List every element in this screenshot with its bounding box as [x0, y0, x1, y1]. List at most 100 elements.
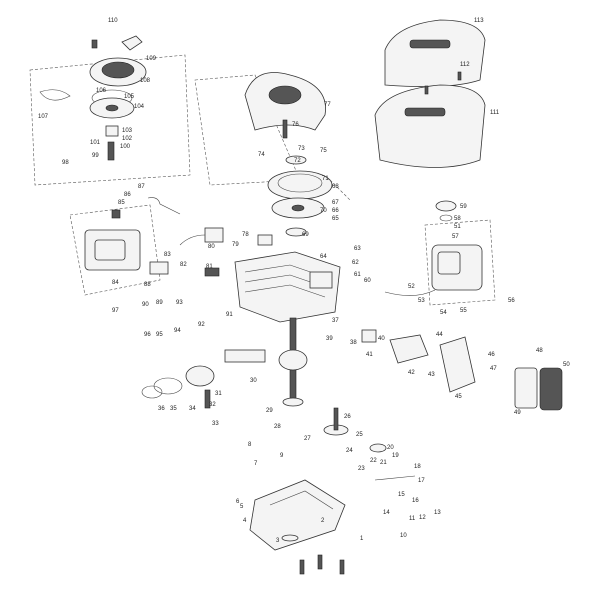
callout-103: 103 — [122, 128, 133, 134]
callout-100: 100 — [120, 144, 131, 150]
carburettor — [389, 334, 429, 364]
callout-28: 28 — [274, 424, 281, 430]
callout-99: 99 — [92, 153, 99, 159]
callout-110: 110 — [108, 18, 118, 24]
callout-47: 47 — [490, 366, 497, 372]
sump-bolt-c — [299, 559, 305, 575]
callout-19: 19 — [392, 453, 399, 459]
callout-72: 72 — [294, 158, 301, 164]
callout-66: 66 — [332, 208, 339, 214]
callout-113: 113 — [474, 18, 484, 24]
callout-32: 32 — [209, 402, 216, 408]
callout-14: 14 — [383, 510, 390, 516]
fuel-filter — [439, 214, 453, 222]
callout-77: 77 — [324, 102, 331, 108]
muffler-gasket — [149, 261, 169, 275]
sump-group — [249, 479, 346, 575]
callout-59: 59 — [460, 204, 467, 210]
valve-cover — [309, 271, 333, 289]
callout-65: 65 — [332, 216, 339, 222]
callout-42: 42 — [408, 370, 415, 376]
callout-40: 40 — [378, 336, 385, 342]
callout-52: 52 — [408, 284, 415, 290]
intake-gasket — [361, 329, 377, 343]
callout-37: 37 — [332, 318, 339, 324]
callout-102: 102 — [122, 136, 133, 142]
callout-55: 55 — [460, 308, 467, 314]
callout-34: 34 — [189, 406, 196, 412]
callout-105: 105 — [124, 94, 135, 100]
spark-plug-lead — [179, 234, 206, 246]
starter-rope — [39, 89, 71, 101]
crankshaft-group — [141, 317, 308, 409]
callout-35: 35 — [170, 406, 177, 412]
shroud-flywheel-group — [194, 72, 351, 237]
piston-ring-lower — [141, 385, 163, 399]
callout-76: 76 — [292, 122, 299, 128]
flywheel-key — [285, 227, 307, 237]
spark-plug — [204, 267, 220, 277]
callout-91: 91 — [226, 312, 233, 318]
callout-112: 112 — [460, 62, 470, 68]
ratchet-pawl — [105, 125, 119, 137]
callout-94: 94 — [174, 328, 181, 334]
cover-screw-112b — [457, 71, 462, 81]
callout-26: 26 — [344, 414, 351, 420]
callout-89: 89 — [156, 300, 163, 306]
callout-87: 87 — [138, 184, 145, 190]
callout-12: 12 — [419, 515, 426, 521]
callout-96: 96 — [144, 332, 151, 338]
callout-31: 31 — [215, 391, 222, 397]
callout-21: 21 — [380, 460, 387, 466]
callout-95: 95 — [156, 332, 163, 338]
callout-86: 86 — [124, 192, 131, 198]
callout-6: 6 — [236, 499, 240, 505]
flywheel-axis-line — [329, 179, 351, 201]
ignition-group — [179, 227, 273, 277]
governor-rod — [374, 475, 416, 481]
callout-labels: 1 2 3 4 5 6 7 8 9 10 11 12 13 14 15 16 1… — [38, 18, 570, 544]
callout-57: 57 — [452, 234, 459, 240]
callout-18: 18 — [414, 464, 421, 470]
callout-41: 41 — [366, 352, 373, 358]
callout-111: 111 — [490, 110, 500, 116]
callout-49: 49 — [514, 410, 521, 416]
cover-screw — [91, 39, 98, 49]
callout-16: 16 — [412, 498, 419, 504]
ignition-coil — [204, 227, 224, 243]
camshaft — [333, 407, 339, 431]
callout-15: 15 — [398, 492, 405, 498]
callout-3: 3 — [276, 538, 280, 544]
callout-64: 64 — [320, 254, 327, 260]
callout-17: 17 — [418, 478, 425, 484]
shroud-bolt — [282, 119, 288, 139]
fuel-tank-group — [384, 200, 496, 306]
callout-13: 13 — [434, 510, 441, 516]
air-filter-element — [514, 367, 538, 409]
callout-1: 1 — [360, 536, 364, 542]
callout-61: 61 — [354, 272, 361, 278]
callout-11: 11 — [409, 516, 416, 522]
fuel-cap — [435, 200, 457, 212]
fuel-line — [384, 289, 436, 296]
top-cover-grip — [409, 39, 451, 49]
callout-67: 67 — [332, 200, 339, 206]
callout-45: 45 — [455, 394, 462, 400]
callout-62: 62 — [352, 260, 359, 266]
air-filter-cover — [539, 367, 563, 411]
oil-seal — [281, 534, 299, 542]
connecting-rod — [224, 349, 266, 363]
callout-54: 54 — [440, 310, 447, 316]
callout-98: 98 — [62, 160, 69, 166]
callout-36: 36 — [158, 406, 165, 412]
muffler-bracket — [111, 209, 121, 219]
engine-cover-grip — [404, 107, 446, 117]
callout-70: 70 — [320, 208, 327, 214]
callout-85: 85 — [118, 200, 125, 206]
callout-33: 33 — [212, 421, 219, 427]
cover-screw-112a — [424, 85, 429, 95]
callout-24: 24 — [346, 448, 353, 454]
flywheel-fins — [277, 173, 323, 193]
callout-71: 71 — [322, 176, 329, 182]
